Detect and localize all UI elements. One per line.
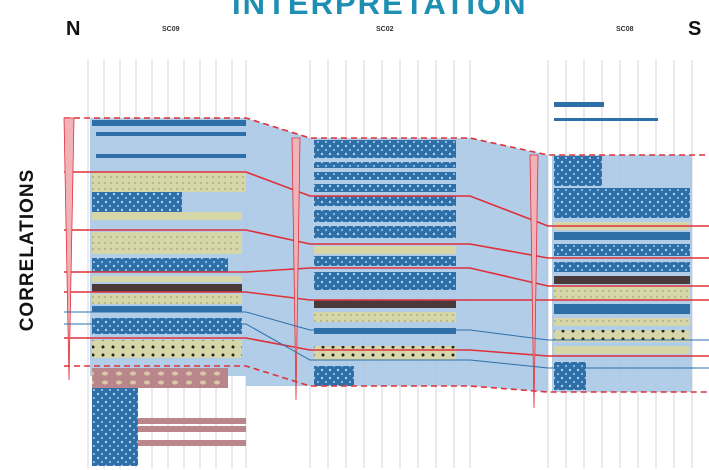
sc08-layers	[554, 102, 690, 390]
sc02-layers	[314, 140, 456, 386]
south-label: S	[688, 18, 702, 40]
sc09-layers	[92, 120, 246, 466]
log-name-sc08: SC08	[616, 26, 634, 33]
north-label: N	[66, 18, 81, 40]
blue-lines	[64, 311, 709, 369]
correlation-lines	[64, 117, 709, 393]
log-name-sc02: SC02	[376, 26, 394, 33]
log-spikes	[63, 117, 539, 409]
figure-title: INTERPRETATION	[232, 0, 528, 21]
log-name-sc09: SC09	[162, 26, 180, 33]
